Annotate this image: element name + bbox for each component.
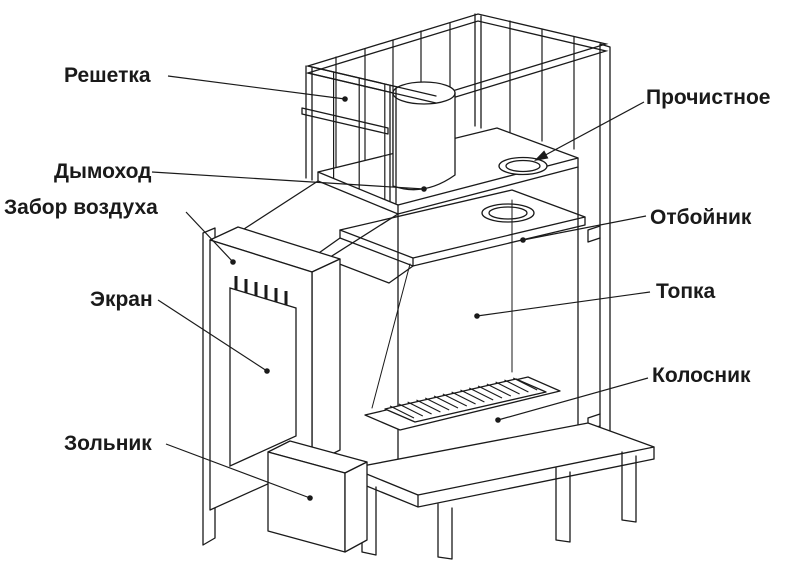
grate-bars	[384, 377, 547, 423]
label-firebox: Топка	[656, 280, 716, 303]
label-deflector: Отбойник	[650, 206, 752, 229]
base-legs	[351, 422, 655, 560]
chimney-pipe	[392, 81, 456, 191]
label-ash-pan: Зольник	[64, 432, 152, 455]
label-grate-bars: Колосник	[652, 364, 751, 387]
label-chimney: Дымоход	[54, 160, 152, 183]
deflector-shelf	[315, 189, 586, 284]
labels: Решетка Дымоход Забор воздуха Экран Золь…	[4, 64, 770, 455]
leader-lines	[151, 75, 651, 501]
label-air-intake: Забор воздуха	[4, 196, 158, 219]
stone-cage-front	[301, 65, 437, 204]
air-intake-slits	[234, 276, 288, 305]
cleanout-hole	[498, 156, 548, 176]
ash-pan	[267, 440, 368, 553]
label-cleanout: Прочистное	[646, 86, 770, 109]
label-grate: Решетка	[64, 64, 151, 87]
label-screen: Экран	[90, 288, 153, 311]
